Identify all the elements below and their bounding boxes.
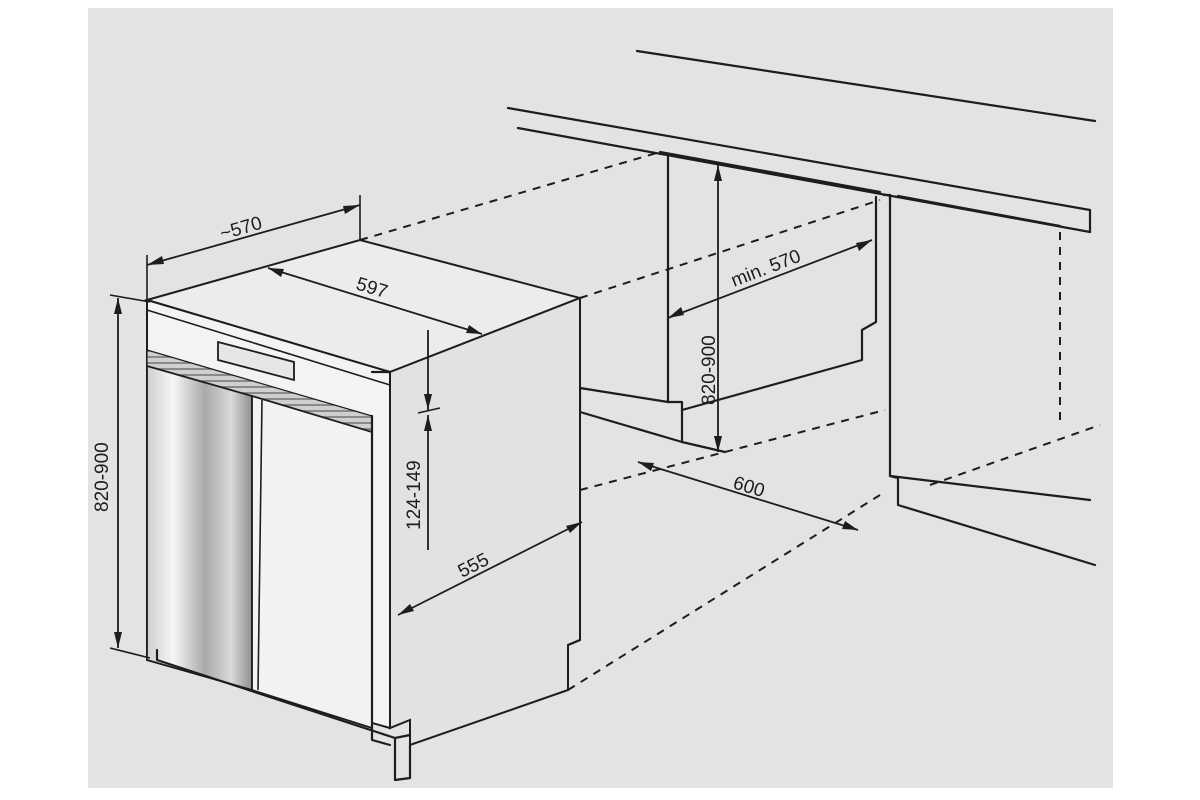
control-display [217, 340, 295, 382]
dimension-lines [109, 165, 873, 659]
label-plinth-height: 124-149 [404, 460, 425, 530]
dishwasher [143, 238, 584, 782]
kitchen-niche [359, 49, 1101, 691]
label-niche-height: 820-900 [699, 335, 720, 405]
label-height-total: 820-900 [92, 442, 113, 512]
steel-door-panel [146, 364, 253, 692]
